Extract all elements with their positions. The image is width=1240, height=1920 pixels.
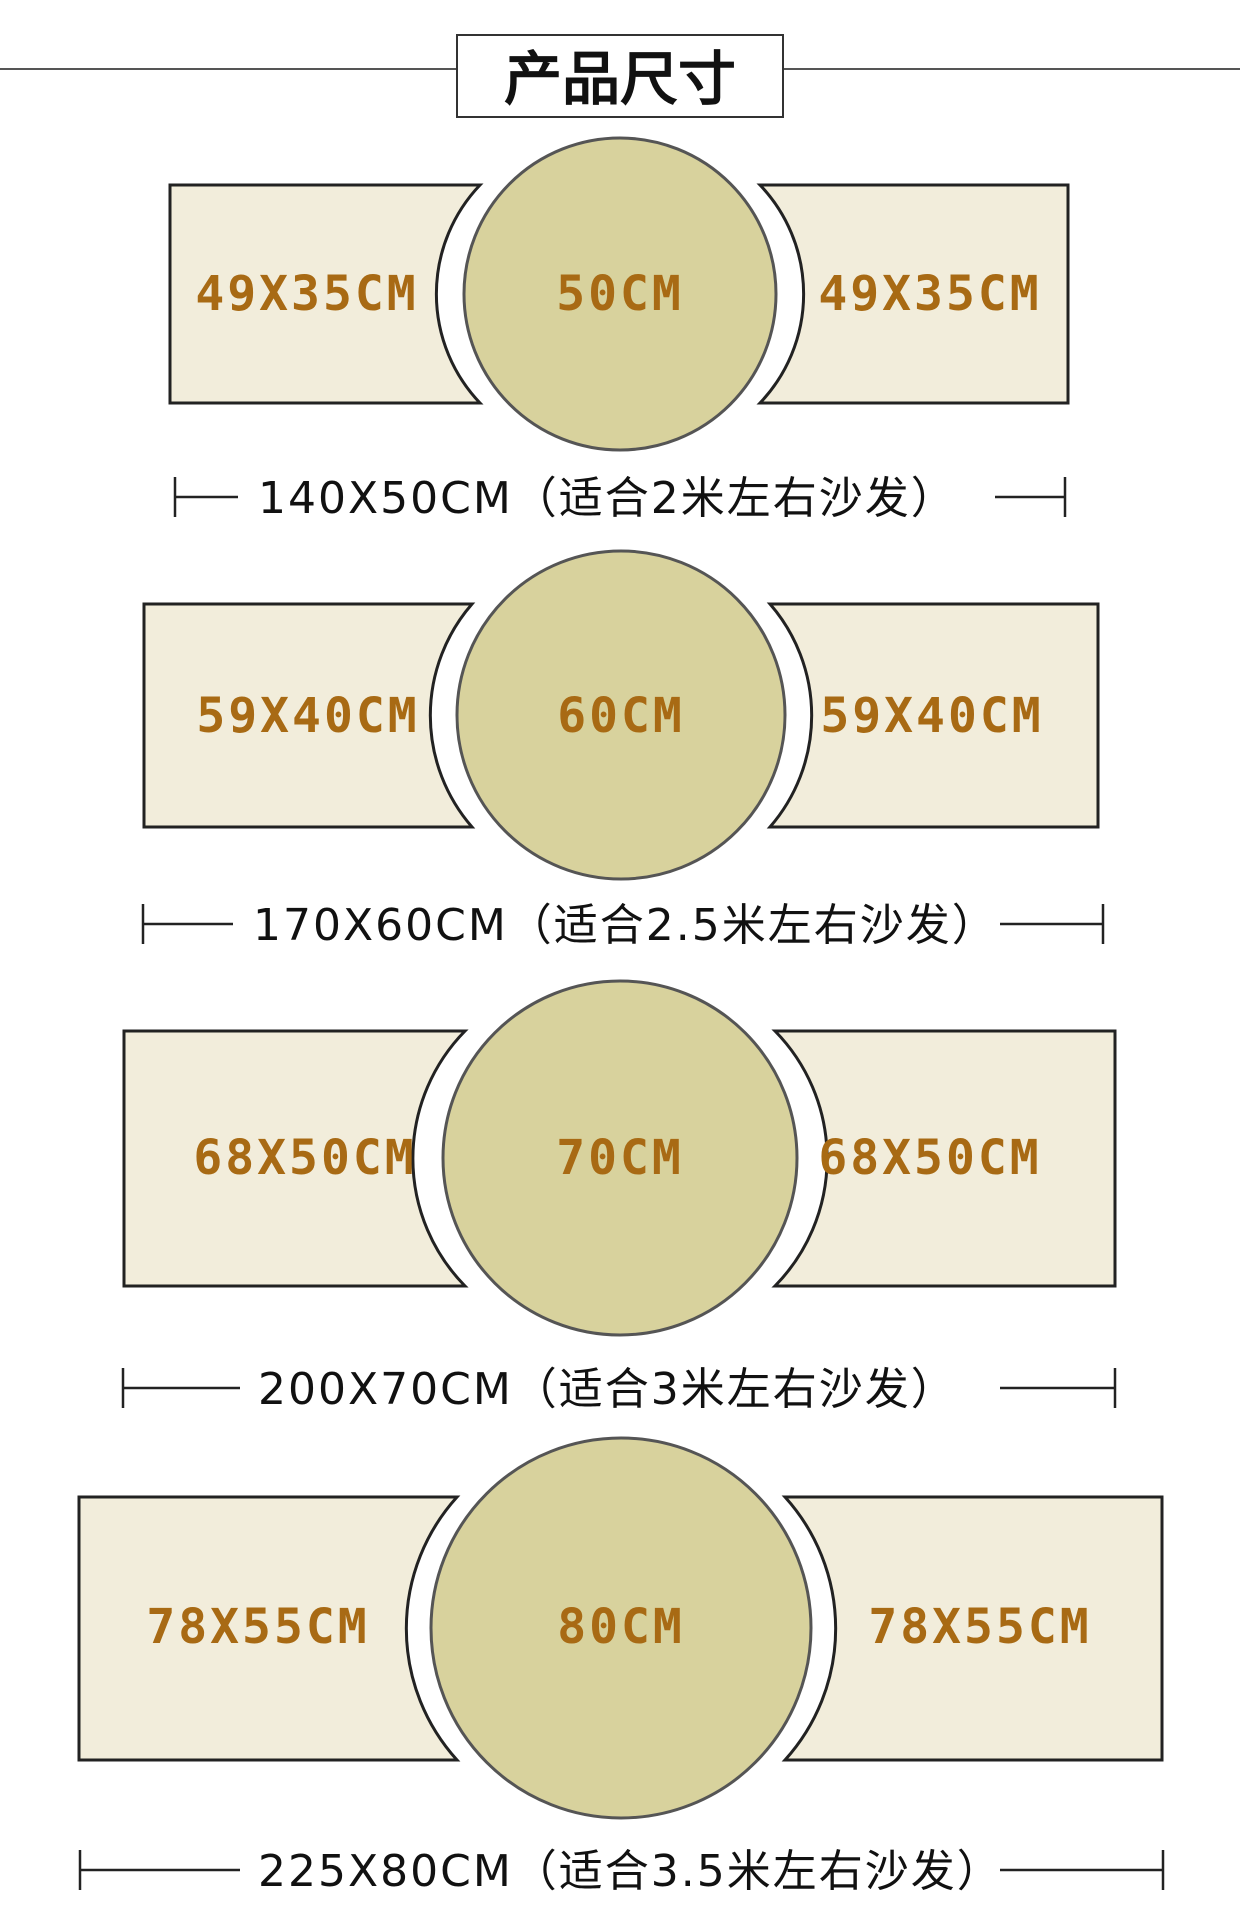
size-set-1: 49X35CM 50CM 49X35CM 140X50CM（适合2米左右沙发）	[168, 136, 1070, 524]
rug-right-1	[756, 183, 1070, 405]
right-dimension-2: 59X40CM	[820, 688, 1043, 744]
rug-center-4	[429, 1436, 813, 1820]
total-size-label-1: 140X50CM（适合2米左右沙发）	[258, 473, 957, 524]
center-dimension-1: 50CM	[556, 266, 684, 322]
right-dimension-3: 68X50CM	[818, 1130, 1041, 1186]
right-dimension-4: 78X55CM	[868, 1599, 1091, 1655]
rug-left-3	[122, 1029, 469, 1288]
center-dimension-3: 70CM	[556, 1130, 684, 1186]
rug-left-1	[168, 183, 484, 405]
left-dimension-4: 78X55CM	[146, 1599, 369, 1655]
rug-left-2	[142, 602, 476, 829]
left-dimension-1: 49X35CM	[195, 266, 418, 322]
rug-center-1	[462, 136, 778, 452]
total-size-label-4: 225X80CM（适合3.5米左右沙发）	[258, 1846, 1003, 1897]
total-size-label-3: 200X70CM（适合3米左右沙发）	[258, 1364, 957, 1415]
center-dimension-4: 80CM	[557, 1599, 685, 1655]
size-set-4: 78X55CM 80CM 78X55CM 225X80CM（适合3.5米左右沙发…	[77, 1436, 1165, 1897]
total-size-label-2: 170X60CM（适合2.5米左右沙发）	[253, 900, 998, 951]
right-dimension-1: 49X35CM	[818, 266, 1041, 322]
title-box	[456, 34, 784, 118]
rug-right-4	[781, 1495, 1164, 1762]
left-dimension-2: 59X40CM	[196, 688, 419, 744]
rug-right-3	[771, 1029, 1117, 1288]
size-set-2: 59X40CM 60CM 59X40CM 170X60CM（适合2.5米左右沙发…	[141, 549, 1105, 951]
title-group: 产品尺寸	[0, 34, 1240, 118]
center-dimension-2: 60CM	[557, 688, 685, 744]
rug-left-4	[77, 1495, 461, 1762]
size-set-3: 68X50CM 70CM 68X50CM 200X70CM（适合3米左右沙发）	[121, 979, 1117, 1415]
rug-center-3	[441, 979, 799, 1337]
left-dimension-3: 68X50CM	[193, 1130, 416, 1186]
page-title: 产品尺寸	[504, 45, 736, 113]
rug-center-2	[455, 549, 787, 881]
rug-right-2	[766, 602, 1100, 829]
